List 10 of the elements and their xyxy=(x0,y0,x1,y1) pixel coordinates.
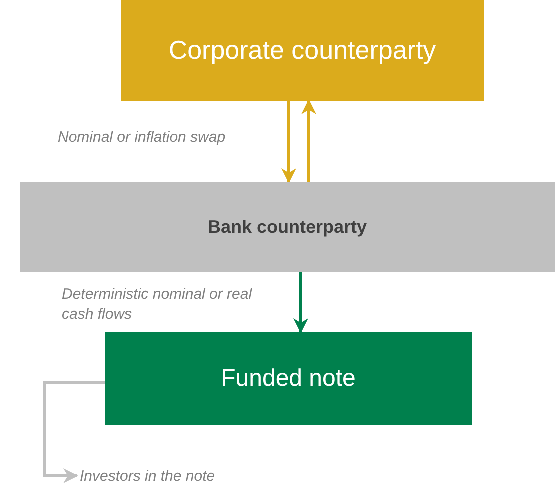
investors-label: Investors in the note xyxy=(80,465,280,485)
flow-label: Deterministic nominal or real cash flows xyxy=(62,285,254,325)
counterparty-box: Corporate counterparty xyxy=(121,0,484,101)
bank-box: Bank counterparty xyxy=(20,182,555,272)
flow-label: Nominal or inflation swap xyxy=(58,128,227,148)
arrow xyxy=(294,272,308,334)
note-box: Funded note xyxy=(105,332,472,425)
arrow xyxy=(302,100,316,182)
arrow xyxy=(282,101,296,184)
arrow xyxy=(44,382,105,484)
